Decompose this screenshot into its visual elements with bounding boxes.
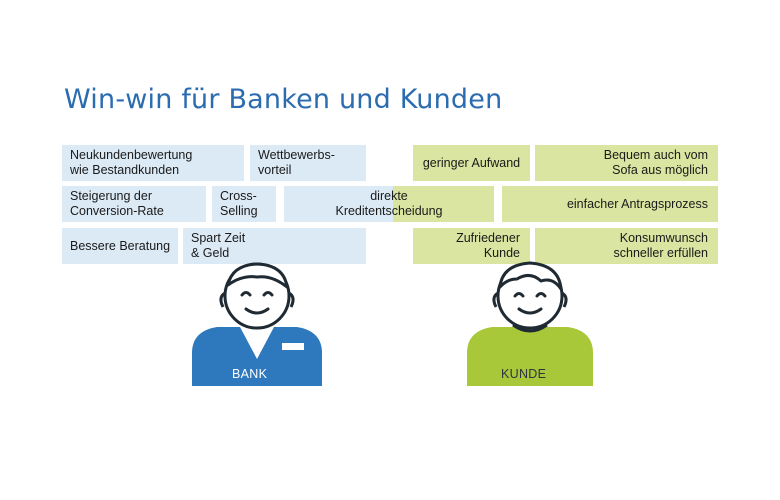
bank-benefit-new-customer-rating: Neukundenbewertung wie Bestandkunden [62,145,244,181]
bank-benefit-saves-time-money: Spart Zeit & Geld [183,228,366,264]
bank-benefit-better-advice: Bessere Beratung [62,228,178,264]
customer-label: KUNDE [501,367,547,381]
bank-benefit-cross-selling: Cross- Selling [212,186,276,222]
page-title: Win-win für Banken und Kunden [64,84,503,115]
customer-benefit-faster-wish-fulfillment: Konsumwunsch schneller erfüllen [535,228,718,264]
customer-benefit-simple-application: einfacher Antragsprozess [502,186,718,222]
customer-person-icon [467,261,593,386]
bank-employee-icon [192,262,322,386]
customer-benefit-from-sofa: Bequem auch vom Sofa aus möglich [535,145,718,181]
shared-benefit-direct-credit-decision: direkte Kreditentscheidung [284,186,494,222]
bank-benefit-competitive-advantage: Wettbewerbs- vorteil [250,145,366,181]
customer-benefit-satisfied-customer: Zufriedener Kunde [413,228,530,264]
bank-benefit-conversion-rate: Steigerung der Conversion-Rate [62,186,206,222]
customer-benefit-low-effort: geringer Aufwand [413,145,530,181]
bank-label: BANK [232,367,268,381]
